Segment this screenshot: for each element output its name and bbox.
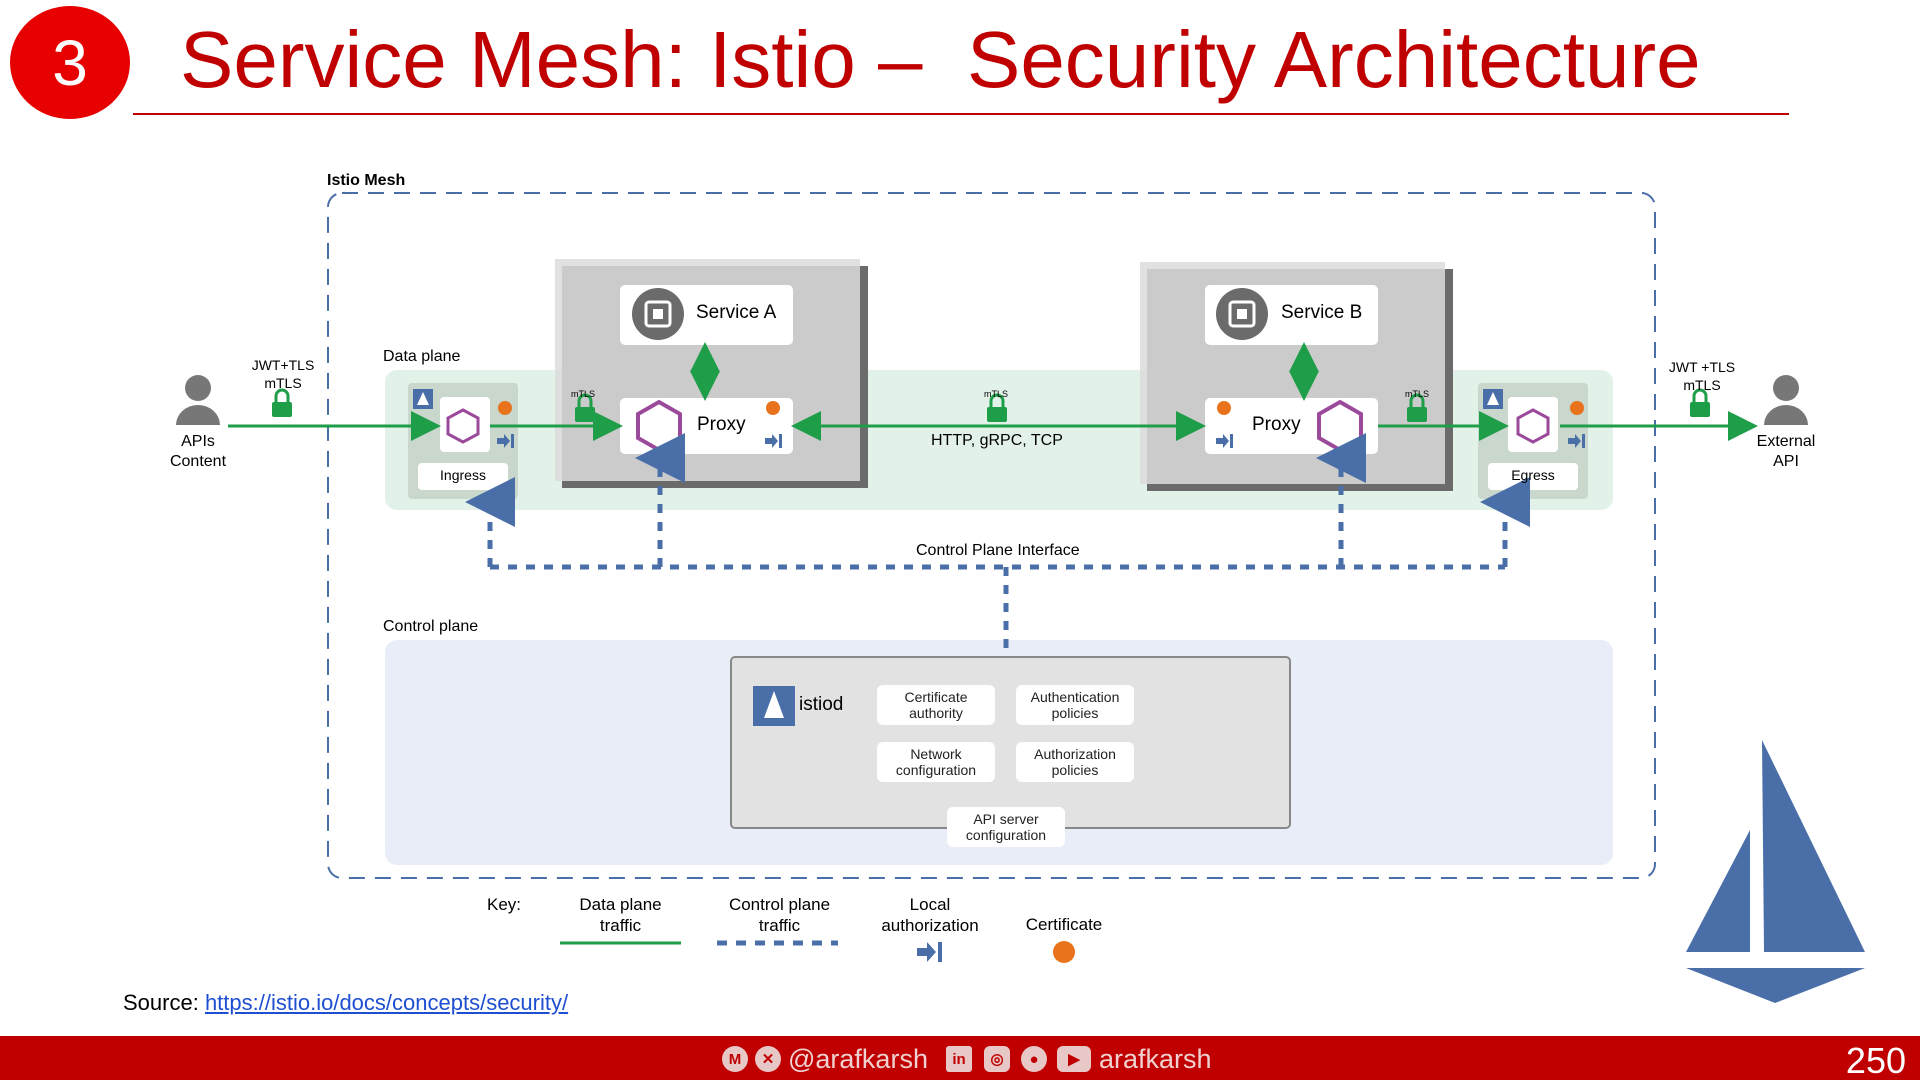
service-b-label: Service B — [1281, 302, 1363, 323]
key-certificate-label: Certificate — [1025, 915, 1103, 934]
istio-mesh-boundary — [327, 192, 1656, 879]
certificate-authority-card: Certificate authority — [877, 685, 995, 725]
client-label: APIs Content — [169, 433, 227, 470]
service-a-label: Service A — [696, 302, 777, 323]
istio-security-diagram — [176, 192, 1865, 1003]
youtube-icon[interactable]: ▶ — [1057, 1046, 1091, 1072]
source-link[interactable]: https://istio.io/docs/concepts/security/ — [204, 990, 569, 1015]
api-server-configuration-card: API server configuration — [947, 807, 1065, 847]
key-authorization-icon — [917, 942, 942, 962]
person-icon — [1764, 375, 1808, 425]
medium-icon[interactable]: M — [722, 1046, 748, 1072]
left-security-label: JWT+TLS mTLS — [251, 357, 315, 391]
proxy-b-label: Proxy — [1252, 414, 1301, 435]
istio-logo-sail-icon — [1686, 740, 1865, 1003]
key-title: Key: — [487, 895, 522, 914]
chip-icon — [1216, 288, 1268, 340]
key-local-authorization-label: Local authorization — [881, 895, 979, 935]
person-icon — [176, 375, 220, 425]
title-divider — [133, 113, 1789, 115]
slide-title: Service Mesh: Istio – Security Architect… — [180, 15, 1701, 104]
github-icon[interactable]: ● — [1021, 1046, 1047, 1072]
linkedin-icon[interactable]: in — [946, 1046, 972, 1072]
ingress-hexagon-icon — [446, 408, 480, 444]
istio-mesh-label: Istio Mesh — [327, 172, 406, 189]
mtls-label: mTLS — [1405, 389, 1430, 399]
footer-name: arafkarsh — [1099, 1044, 1212, 1074]
mtls-label: mTLS — [984, 389, 1009, 399]
right-security-label: JWT +TLS mTLS — [1668, 359, 1736, 393]
mtls-label: mTLS — [571, 389, 596, 399]
traffic-protocols-label: HTTP, gRPC, TCP — [931, 432, 1063, 449]
slide-number-badge: 3 — [10, 6, 130, 119]
authorization-icon — [497, 434, 1585, 448]
instagram-icon[interactable]: ◎ — [984, 1046, 1010, 1072]
control-plane-interface-label: Control Plane Interface — [916, 542, 1080, 559]
istiod-box — [730, 656, 1291, 829]
source-citation: Source: https://istio.io/docs/concepts/s… — [123, 990, 568, 1016]
x-icon[interactable]: ✕ — [755, 1046, 781, 1072]
key-data-plane-label: Data plane traffic — [579, 895, 662, 935]
authorization-policies-card: Authorization policies — [1016, 742, 1134, 782]
key-control-plane-label: Control plane traffic — [728, 895, 831, 935]
proxy-a-label: Proxy — [697, 414, 746, 435]
source-prefix: Source: — [123, 990, 205, 1015]
authentication-policies-card: Authentication policies — [1016, 685, 1134, 725]
external-api-label: External API — [1756, 433, 1816, 470]
page-number: 250 — [1845, 1040, 1906, 1081]
ingress-label: Ingress — [440, 467, 486, 483]
istiod-label: istiod — [799, 694, 844, 715]
egress-hexagon-icon — [1516, 408, 1550, 444]
footer-handle: @arafkarsh — [788, 1044, 928, 1074]
certificate-icon — [498, 401, 1584, 415]
chip-icon — [632, 288, 684, 340]
network-configuration-card: Network configuration — [877, 742, 995, 782]
egress-label: Egress — [1511, 467, 1555, 483]
control-plane-label: Control plane — [383, 618, 479, 635]
lock-icon — [272, 388, 1710, 422]
data-plane-label: Data plane — [383, 348, 461, 365]
key-certificate-icon — [1053, 941, 1075, 963]
